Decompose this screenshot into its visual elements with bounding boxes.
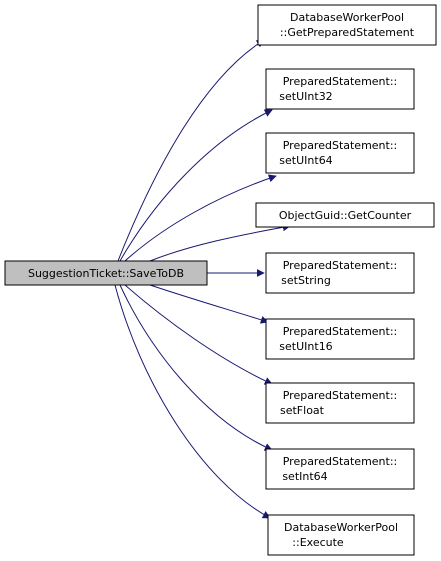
- node-suggestion-ticket-save-to-db[interactable]: SuggestionTicket::SaveToDB: [4, 260, 208, 286]
- node-box: [255, 202, 435, 228]
- node-label-line-2: ::GetPreparedStatement: [280, 26, 415, 39]
- node-label-line-2: setUInt16: [279, 340, 332, 353]
- edge-to-execute: [114, 284, 271, 519]
- node-label-line-2: setInt64: [282, 470, 327, 483]
- node-prepared-statement-set-float[interactable]: PreparedStatement:: setFloat: [265, 382, 415, 424]
- node-prepared-statement-set-uint16[interactable]: PreparedStatement:: setUInt16: [265, 318, 415, 360]
- node-prepared-statement-set-uint64[interactable]: PreparedStatement:: setUInt64: [265, 132, 415, 174]
- node-label-line-1: PreparedStatement::: [283, 325, 398, 338]
- node-box: [257, 4, 437, 46]
- node-label: ObjectGuid::GetCounter: [279, 209, 412, 222]
- edges: [114, 39, 291, 519]
- node-label-line-1: DatabaseWorkerPool: [290, 11, 404, 24]
- node-prepared-statement-set-string[interactable]: PreparedStatement:: setString: [265, 252, 415, 294]
- edge-to-set-uint32: [119, 109, 273, 262]
- node-database-worker-pool-get-prepared-statement[interactable]: DatabaseWorkerPool ::GetPreparedStatemen…: [257, 4, 437, 46]
- edge-to-get-counter: [149, 223, 291, 262]
- node-box: [265, 318, 415, 360]
- node-label: SuggestionTicket::SaveToDB: [28, 267, 184, 280]
- node-box: [4, 260, 208, 286]
- edge-to-get-prepared-statement: [117, 39, 265, 262]
- node-prepared-statement-set-int64[interactable]: PreparedStatement:: setInt64: [265, 448, 415, 490]
- node-label-line-1: PreparedStatement::: [283, 455, 398, 468]
- node-label-line-1: PreparedStatement::: [283, 259, 398, 272]
- node-label-line-1: PreparedStatement::: [283, 75, 398, 88]
- node-box: [265, 382, 415, 424]
- node-prepared-statement-set-uint32[interactable]: PreparedStatement:: setUInt32: [265, 68, 415, 110]
- node-object-guid-get-counter[interactable]: ObjectGuid::GetCounter: [255, 202, 435, 228]
- node-box: [265, 132, 415, 174]
- edge-to-set-int64: [119, 284, 273, 451]
- node-database-worker-pool-execute[interactable]: DatabaseWorkerPool ::Execute: [267, 514, 415, 556]
- node-label-line-2: setFloat: [280, 404, 325, 417]
- node-label-line-1: PreparedStatement::: [283, 389, 398, 402]
- edge-to-set-float: [124, 284, 273, 385]
- edge-to-set-uint64: [124, 174, 277, 262]
- node-label-line-2: setUInt64: [279, 154, 332, 167]
- node-box: [265, 252, 415, 294]
- node-label-line-1: PreparedStatement::: [283, 139, 398, 152]
- node-box: [267, 514, 415, 556]
- node-label-line-2: setString: [281, 274, 331, 287]
- edge-to-set-uint16: [149, 284, 269, 324]
- node-label-line-2: setUInt32: [279, 90, 332, 103]
- node-label-line-1: DatabaseWorkerPool: [284, 521, 398, 534]
- node-label-line-2: ::Execute: [292, 536, 344, 549]
- node-box: [265, 448, 415, 490]
- node-box: [265, 68, 415, 110]
